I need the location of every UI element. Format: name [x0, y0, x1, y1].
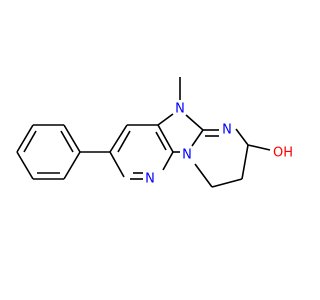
atom-label-imine-n: N — [222, 123, 232, 138]
bond — [194, 163, 213, 188]
atom-label-pyridine-n: N — [145, 172, 155, 187]
bond-double-inner — [60, 130, 74, 153]
bond — [109, 151, 125, 178]
bond-double-inner — [23, 130, 37, 153]
atom-label-bridge-n: N — [182, 148, 192, 163]
bond — [109, 124, 128, 153]
bond — [211, 178, 243, 188]
bond-double-inner — [117, 130, 131, 153]
bond — [63, 124, 81, 153]
bond — [162, 151, 174, 171]
bond — [185, 114, 204, 131]
bond-double-inner — [155, 131, 167, 151]
bond — [63, 151, 81, 180]
atom-label-oh: OH — [273, 146, 293, 161]
bond — [235, 128, 249, 146]
bond — [157, 113, 174, 126]
bond — [16, 124, 34, 153]
molecule-svg: N N N N OH — [16, 77, 293, 188]
bond — [157, 124, 174, 153]
atom-label-layer: N N N N OH — [145, 102, 293, 187]
atom-label-methyl-n: N — [175, 102, 185, 117]
bond-layer — [16, 77, 271, 188]
bond — [247, 144, 271, 151]
bond — [16, 151, 34, 180]
bond — [241, 144, 249, 180]
bond — [191, 129, 204, 147]
molecule-diagram: N N N N OH — [16, 77, 293, 188]
